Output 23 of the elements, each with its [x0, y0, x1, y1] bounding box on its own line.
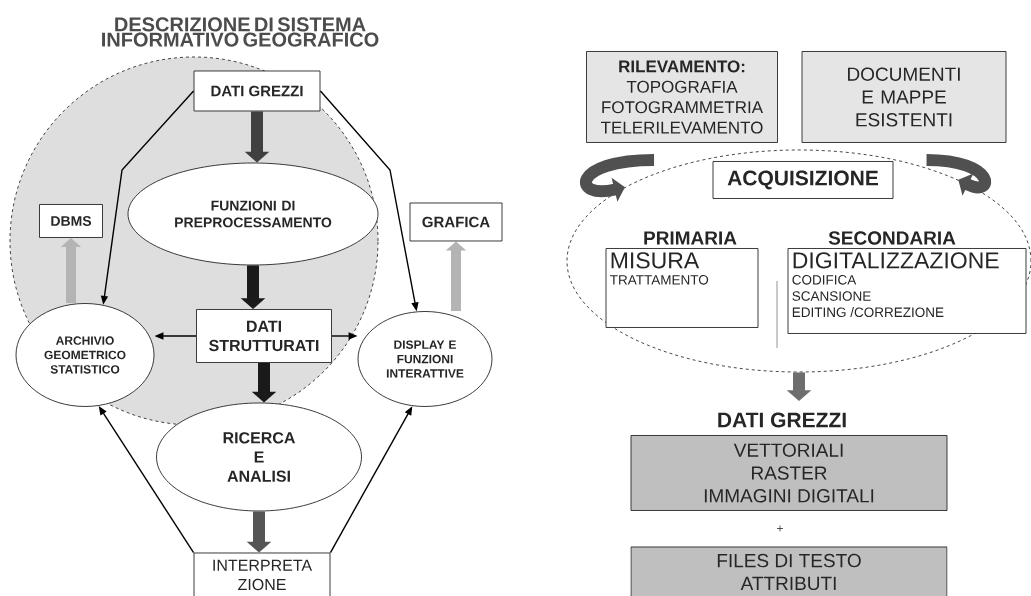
process-box: RILEVAMENTO: TOPOGRAFIA FOTOGRAMMETRIA TELERILEVAMENTO	[586, 51, 778, 143]
node-label: SCANSIONE	[792, 291, 871, 301]
curved-arrow	[926, 153, 991, 196]
section-heading: PRIMARIA	[644, 231, 737, 245]
section-heading: DATI GREZZI	[718, 412, 846, 428]
process-box: DOCUMENTI E MAPPE ESISTENTI	[801, 51, 1007, 143]
process-box: DBMS	[39, 204, 103, 238]
process-box: DIGITALIZZAZIONE CODIFICA SCANSIONE EDITING /CORREZIONE	[787, 248, 1027, 334]
process-box: INTERPRETA ZIONE	[193, 552, 331, 596]
process-box: DATI GREZZI	[193, 70, 321, 112]
node-label: EDITING /CORREZIONE	[792, 307, 944, 318]
node-label: CODIFICA	[792, 275, 857, 285]
process-box: GRAFICA	[409, 202, 503, 242]
process-box: VETTORIALI RASTER IMMAGINI DIGITALI	[630, 435, 948, 511]
plus-sign: +	[777, 525, 783, 532]
process-box: ACQUISIZIONE	[712, 161, 894, 199]
title: DESCRIZIONE DI SISTEMA INFORMATIVO GEOGRAFICO	[102, 17, 379, 47]
process-box: MISURA TRATTAMENTO	[605, 248, 759, 328]
process-box: DATI STRUTTURATI	[196, 309, 332, 363]
process-box: FILES DI TESTO ATTRIBUTI	[630, 546, 948, 596]
node-label: DIGITALIZZAZIONE	[793, 252, 999, 269]
ellipse	[566, 149, 1031, 373]
section-heading: SECONDARIA	[828, 231, 956, 245]
